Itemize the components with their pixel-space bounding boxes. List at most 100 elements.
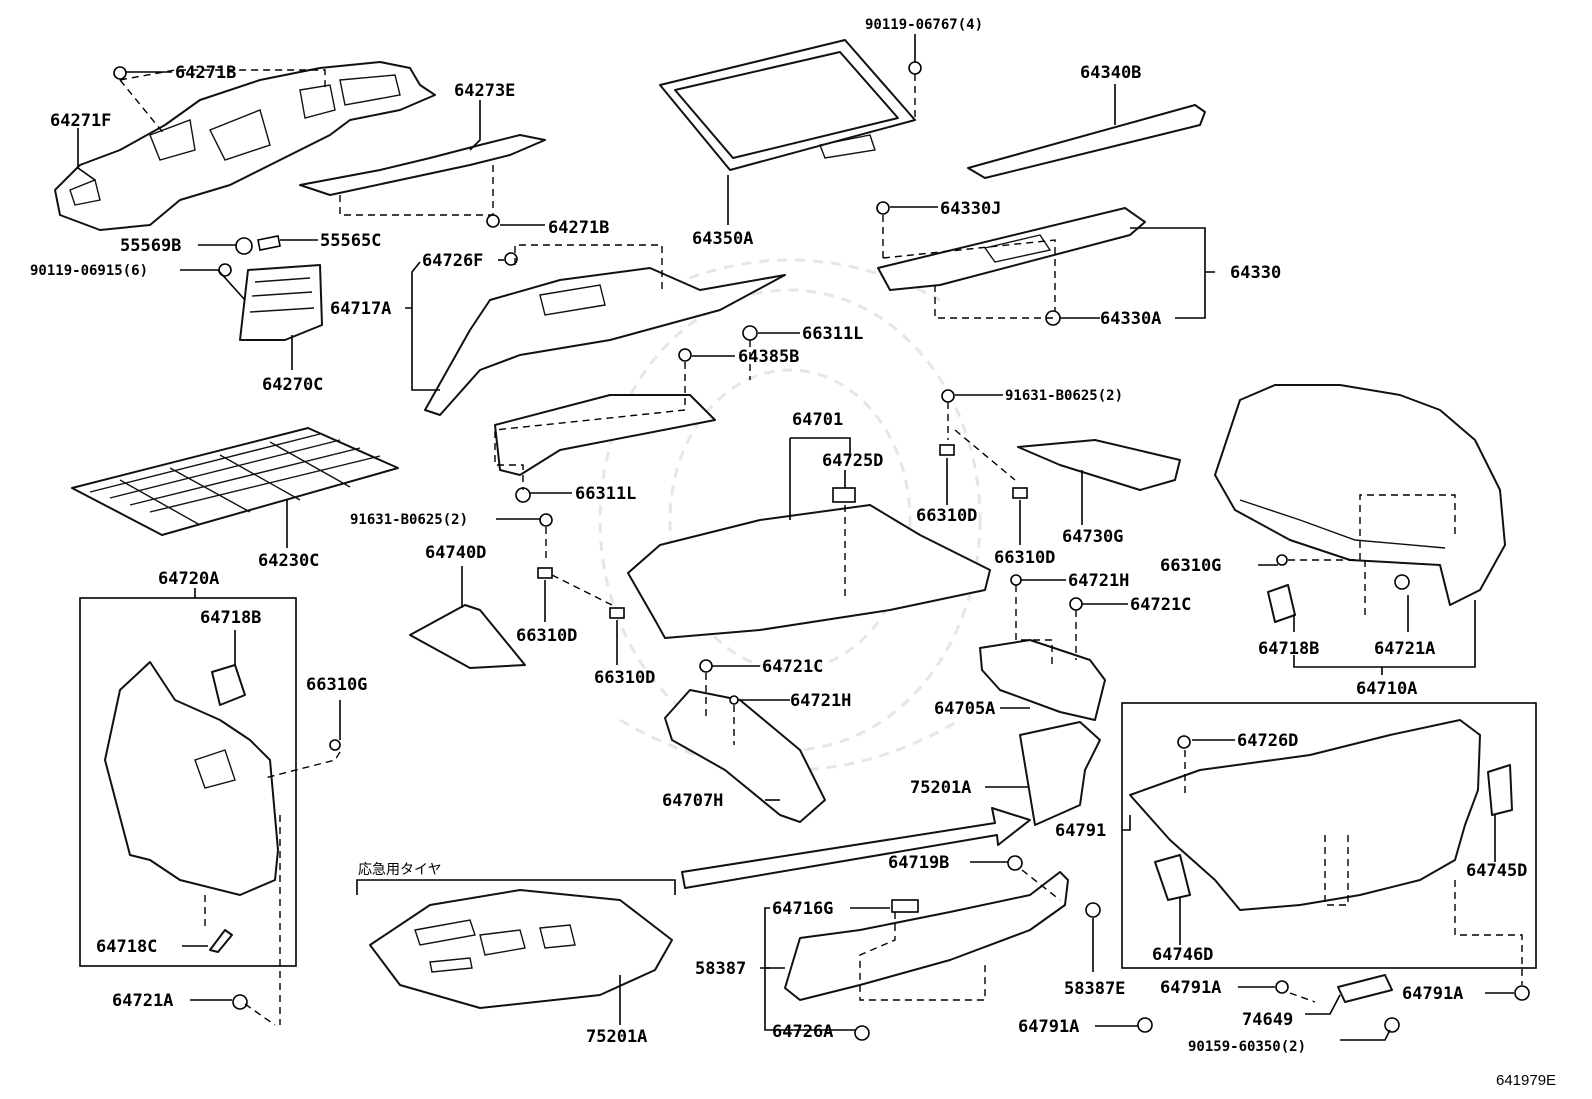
part-55565C-clip — [257, 235, 281, 251]
label-64726A: 64726A — [772, 1022, 833, 1042]
group-box-64720A — [79, 597, 297, 967]
part-64740D-cover — [409, 604, 526, 669]
part-64716G-tag — [891, 899, 919, 913]
leader-lines — [77, 34, 1514, 1041]
part-64730G-cover — [1017, 439, 1181, 491]
part-64270C-box — [239, 264, 323, 341]
label-66310D-a: 66310D — [916, 506, 977, 526]
dashed-assembly-lines — [119, 69, 1523, 1026]
label-64791A-a: 64791A — [1160, 978, 1221, 998]
label-64721C-a: 64721C — [1130, 595, 1191, 615]
label-64718B-right: 64718B — [1258, 639, 1319, 659]
label-64271B-top: 64271B — [175, 63, 236, 83]
label-64719B: 64719B — [888, 853, 949, 873]
label-64705A: 64705A — [934, 699, 995, 719]
part-64720A-side-trim — [104, 661, 279, 896]
part-64718C-clip — [209, 929, 233, 953]
label-55565C: 55565C — [320, 231, 381, 251]
group-box-64791 — [1121, 702, 1537, 969]
label-64701: 64701 — [792, 410, 843, 430]
label-90119-06767: 90119-06767(4) — [865, 17, 983, 33]
label-66310D-b: 66310D — [994, 548, 1055, 568]
part-64746D-grille — [1154, 854, 1191, 901]
label-64330J: 64330J — [940, 199, 1001, 219]
label-64726F: 64726F — [422, 251, 483, 271]
part-64701-mat — [627, 504, 991, 639]
label-64721A-right: 64721A — [1374, 639, 1435, 659]
label-64716G: 64716G — [772, 899, 833, 919]
label-64718B-left: 64718B — [200, 608, 261, 628]
label-64340B: 64340B — [1080, 63, 1141, 83]
label-64726D: 64726D — [1237, 731, 1298, 751]
label-64791: 64791 — [1055, 821, 1106, 841]
label-spare-tire-jp: 応急用タイヤ — [358, 862, 442, 878]
label-64791A-b: 64791A — [1402, 984, 1463, 1004]
label-64230C: 64230C — [258, 551, 319, 571]
part-64350A-frame — [659, 39, 916, 171]
label-64350A: 64350A — [692, 229, 753, 249]
group-bracket-spare-tire — [356, 879, 676, 895]
part-64340B-trim — [967, 104, 1206, 179]
fasteners — [113, 61, 1530, 1041]
part-64230C-net — [71, 427, 399, 536]
label-64271B-mid: 64271B — [548, 218, 609, 238]
part-64725D-tag — [832, 487, 856, 503]
part-58387-sill — [784, 871, 1069, 1001]
label-64725D: 64725D — [822, 451, 883, 471]
label-66311L-bot: 66311L — [575, 484, 636, 504]
label-64707H: 64707H — [662, 791, 723, 811]
label-74649: 74649 — [1242, 1010, 1293, 1030]
part-64705A-bracket — [979, 639, 1106, 721]
part-64745D-grille — [1487, 764, 1513, 816]
diagram-reference-code: 641979E — [1496, 1072, 1556, 1089]
part-64717A-shelf — [424, 267, 786, 476]
label-64270C: 64270C — [262, 375, 323, 395]
label-90119-06915: 90119-06915(6) — [30, 263, 148, 279]
label-64273E: 64273E — [454, 81, 515, 101]
part-55569B-clip — [235, 237, 253, 255]
label-66310D-c: 66310D — [516, 626, 577, 646]
part-64718B-left-grille — [211, 664, 246, 706]
part-75201A-block — [1019, 721, 1101, 826]
label-55569B: 55569B — [120, 236, 181, 256]
label-64330: 64330 — [1230, 263, 1281, 283]
label-64720A: 64720A — [158, 569, 219, 589]
label-75201A-mid: 75201A — [910, 778, 971, 798]
label-66310G-left: 66310G — [306, 675, 367, 695]
part-64271F-panel — [54, 61, 436, 231]
label-64721C-b: 64721C — [762, 657, 823, 677]
part-74649-part — [1337, 974, 1393, 1003]
label-64791A-c: 64791A — [1018, 1017, 1079, 1037]
label-64740D: 64740D — [425, 543, 486, 563]
label-64745D: 64745D — [1466, 861, 1527, 881]
part-64273E-panel — [299, 134, 546, 196]
label-64717A: 64717A — [330, 299, 391, 319]
label-58387: 58387 — [695, 959, 746, 979]
label-64271F: 64271F — [50, 111, 111, 131]
label-66310D-d: 66310D — [594, 668, 655, 688]
part-75201A-spare-cover — [369, 889, 673, 1009]
direction-arrow — [681, 807, 1031, 889]
label-66311L-top: 66311L — [802, 324, 863, 344]
label-64718C: 64718C — [96, 937, 157, 957]
part-64791-rear-panel — [1129, 719, 1481, 911]
label-64710A: 64710A — [1356, 679, 1417, 699]
label-91631-B0625-right: 91631-B0625(2) — [1005, 388, 1123, 404]
label-90159-60350: 90159-60350(2) — [1188, 1039, 1306, 1055]
label-66310G-right: 66310G — [1160, 556, 1221, 576]
label-64746D: 64746D — [1152, 945, 1213, 965]
label-64385B: 64385B — [738, 347, 799, 367]
label-64721H-b: 64721H — [790, 691, 851, 711]
label-64721H-a: 64721H — [1068, 571, 1129, 591]
label-75201A-bot: 75201A — [586, 1027, 647, 1047]
label-64330A: 64330A — [1100, 309, 1161, 329]
label-64721A-left: 64721A — [112, 991, 173, 1011]
label-91631-B0625-left: 91631-B0625(2) — [350, 512, 468, 528]
part-labels: 64271B 64271F 64273E 64271B 55569B 55565… — [30, 17, 1556, 1089]
label-58387E: 58387E — [1064, 979, 1125, 999]
part-64718B-right-grille — [1267, 584, 1296, 623]
label-64730G: 64730G — [1062, 527, 1123, 547]
part-64707H-bracket — [664, 689, 826, 823]
